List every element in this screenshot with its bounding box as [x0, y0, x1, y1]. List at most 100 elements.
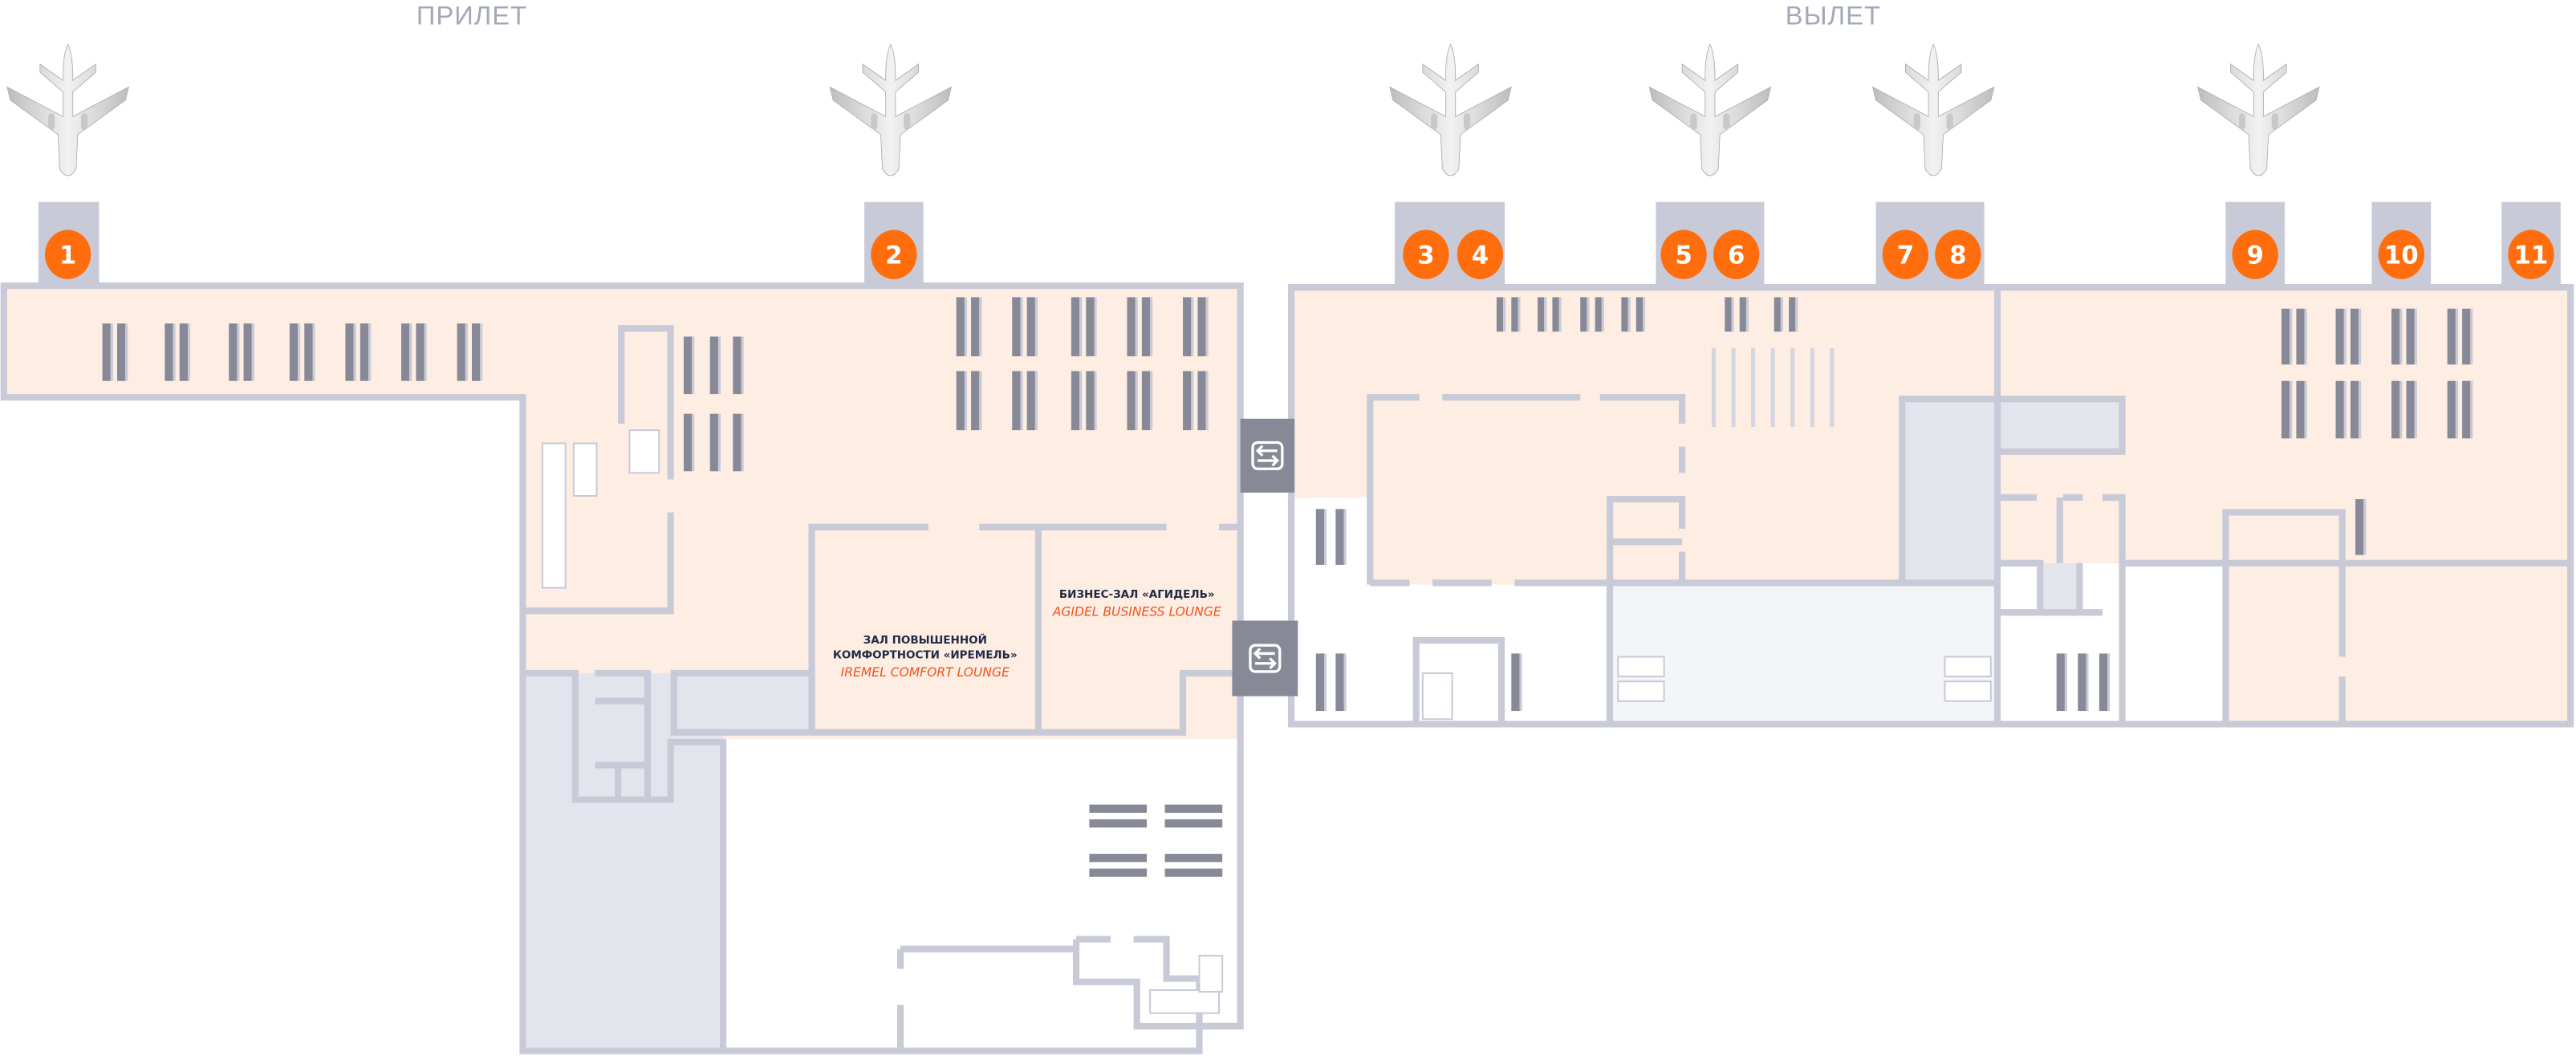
- gate-number: 7: [1897, 242, 1914, 270]
- seat-row-light: [1751, 347, 1756, 428]
- seat-row: [733, 413, 742, 472]
- seat-row: [401, 323, 410, 381]
- lounge-agidel[interactable]: БИЗНЕС-ЗАЛ «АГИДЕЛЬ» AGIDEL BUSINESS LOU…: [1052, 588, 1221, 619]
- seat-row: [1127, 297, 1136, 357]
- seat-row: [709, 336, 718, 395]
- seat-shadow: [2455, 308, 2458, 365]
- gate-badge-8[interactable]: 8: [1935, 229, 1981, 279]
- seat-row: [2350, 308, 2359, 365]
- seat-row: [2447, 308, 2456, 365]
- seat-shadow: [1205, 371, 1209, 431]
- bench: [1089, 804, 1148, 813]
- seat-shadow: [2399, 308, 2403, 365]
- seat-row: [2355, 499, 2364, 555]
- gate-number: 4: [1472, 242, 1489, 270]
- seat-row: [304, 323, 313, 381]
- seat-row: [179, 323, 188, 381]
- seat-shadow: [1135, 297, 1138, 357]
- lounge-iremel-ru-line1: ЗАЛ ПОВЫШЕННОЙ: [863, 633, 987, 647]
- seat-shadow: [2343, 308, 2346, 365]
- seat-shadow: [1079, 371, 1083, 431]
- gate-number: 3: [1417, 242, 1434, 270]
- transfer-lower[interactable]: [1232, 620, 1298, 696]
- gate-badge-9[interactable]: 9: [2232, 229, 2278, 279]
- seat-shadow: [110, 323, 113, 381]
- gate-number: 9: [2247, 242, 2264, 270]
- seat-row: [1141, 371, 1151, 431]
- seat-row: [733, 336, 742, 395]
- seat-shadow: [187, 323, 191, 381]
- seat-row: [2391, 308, 2400, 365]
- seat-shadow: [1034, 297, 1038, 357]
- seat-row: [2350, 380, 2359, 439]
- seat-row: [1739, 297, 1746, 332]
- seat-shadow: [1731, 297, 1734, 332]
- seat-row: [471, 323, 481, 381]
- seat-shadow: [1079, 297, 1083, 357]
- seat-row: [1197, 371, 1206, 431]
- seat-row: [360, 323, 369, 381]
- seat-shadow: [717, 336, 721, 395]
- seat-row: [102, 323, 111, 381]
- seat-shadow: [692, 336, 695, 395]
- seat-shadow: [1150, 297, 1153, 357]
- seat-shadow: [2470, 308, 2473, 365]
- seat-shadow: [1150, 371, 1153, 431]
- gate-badge-3[interactable]: 3: [1403, 229, 1449, 279]
- seat-row: [683, 336, 693, 395]
- seat-shadow: [251, 323, 254, 381]
- seat-shadow: [312, 323, 315, 381]
- seat-row: [1026, 297, 1035, 357]
- gate-badge-4[interactable]: 4: [1457, 229, 1504, 279]
- seat-row: [1197, 297, 1206, 357]
- seat-shadow: [1558, 297, 1562, 332]
- seat-shadow: [979, 371, 982, 431]
- seat-shadow: [2343, 380, 2346, 439]
- seat-row: [1595, 297, 1602, 332]
- seat-shadow: [1094, 297, 1097, 357]
- seat-row: [1127, 371, 1136, 431]
- seat-shadow: [1795, 297, 1798, 332]
- seat-row: [683, 413, 693, 472]
- lounge-agidel-en: AGIDEL BUSINESS LOUNGE: [1052, 604, 1221, 619]
- seat-row: [1315, 653, 1325, 712]
- gate-badge-11[interactable]: 11: [2508, 229, 2554, 279]
- seat-row: [1012, 371, 1021, 431]
- seat-row: [1774, 297, 1781, 332]
- seat-row: [709, 413, 718, 472]
- seat-shadow: [1135, 371, 1138, 431]
- transfer-upper[interactable]: [1240, 418, 1295, 493]
- seat-row: [1538, 297, 1545, 332]
- seat-row: [289, 323, 299, 381]
- gate-badge-7[interactable]: 7: [1882, 229, 1929, 279]
- arrival-hall: [0, 282, 1244, 1054]
- seat-row: [116, 323, 126, 381]
- gate-badge-10[interactable]: 10: [2378, 229, 2425, 279]
- bench: [1089, 854, 1148, 863]
- gate-badge-6[interactable]: 6: [1713, 229, 1760, 279]
- seat-shadow: [1034, 371, 1038, 431]
- lounge-iremel[interactable]: ЗАЛ ПОВЫШЕННОЙ КОМФОРТНОСТИ «ИРЕМЕЛЬ» IR…: [833, 633, 1018, 680]
- seat-shadow: [1544, 297, 1547, 332]
- seat-row: [971, 297, 980, 357]
- seat-shadow: [1518, 297, 1521, 332]
- seat-shadow: [741, 336, 744, 395]
- seat-row: [1071, 371, 1080, 431]
- transfer-arrows-icon: [1249, 644, 1282, 673]
- seat-shadow: [2414, 380, 2417, 439]
- gate-number: 11: [2514, 242, 2549, 270]
- seat-shadow: [2359, 380, 2362, 439]
- seat-row: [2447, 380, 2456, 439]
- gate-badge-2[interactable]: 2: [871, 229, 917, 279]
- airplane-icon: [1648, 43, 1772, 177]
- airplane-icon: [2196, 43, 2321, 177]
- seat-shadow: [125, 323, 128, 381]
- seat-shadow: [1503, 297, 1506, 332]
- seat-row: [971, 371, 980, 431]
- gate-badge-1[interactable]: 1: [44, 229, 91, 279]
- seat-shadow: [1324, 509, 1327, 565]
- bench: [1164, 868, 1223, 877]
- gate-badge-5[interactable]: 5: [1660, 229, 1707, 279]
- seat-row: [2281, 308, 2290, 365]
